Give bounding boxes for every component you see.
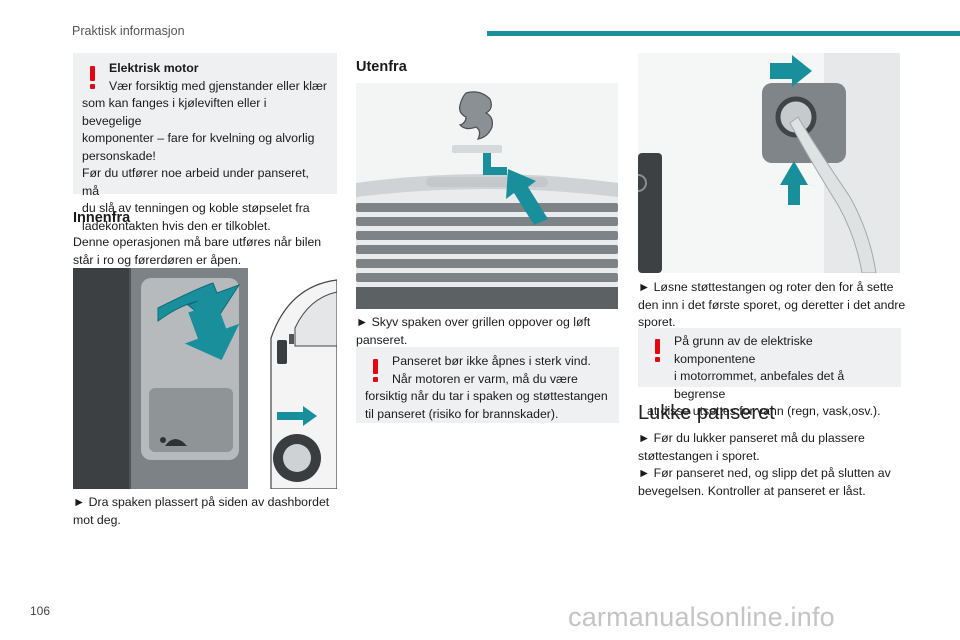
text-line: står i ro og førerdøren er åpen. xyxy=(73,252,242,267)
running-header: Praktisk informasjon xyxy=(72,24,185,38)
text-line: sporet. xyxy=(638,315,676,329)
warning-line: i motorrommet, anbefales det å begrense xyxy=(674,369,845,401)
text-line: panseret. xyxy=(356,332,408,347)
text-line: bevegelsen. Kontroller at panseret er lå… xyxy=(638,483,866,498)
text-line: ► Dra spaken plassert på siden av dashbo… xyxy=(73,495,330,509)
warning-line: Før du utfører noe arbeid under panseret… xyxy=(82,166,309,198)
electric-motor-warning: Elektrisk motor Vær forsiktig med gjenst… xyxy=(73,53,337,233)
text-line: Denne operasjonen må bare utføres når bi… xyxy=(73,235,322,249)
hood-wind-warning: Panseret bør ikke åpnes i sterk vind. Nå… xyxy=(356,347,619,423)
support-rod-illustration xyxy=(638,53,900,273)
watermark: carmanualsonline.info xyxy=(568,602,835,632)
warning-line: ladekontakten hvis den er tilkoblet. xyxy=(82,218,271,233)
warning-line: at disse utsettes for vann (regn, vask,o… xyxy=(647,404,881,418)
brand-logo xyxy=(458,91,493,140)
text-line: ► Før du lukker panseret må du plassere xyxy=(638,431,865,445)
section-title-lukke-panseret: Lukke panseret xyxy=(638,402,775,424)
section-title-utenfra: Utenfra xyxy=(356,59,407,75)
text-line: den inn i det første sporet, og deretter… xyxy=(638,297,906,312)
warning-line: til panseret (risiko for brannskader). xyxy=(365,406,559,421)
closing-steps: ► Før du lukker panseret må du plassere … xyxy=(638,430,908,500)
innenfra-intro: Denne operasjonen må bare utføres når bi… xyxy=(73,234,337,269)
text-line: ► Skyv spaken over grillen oppover og lø… xyxy=(356,315,591,329)
warning-line: Når motoren er varm, må du være xyxy=(392,371,578,386)
innenfra-step: ► Dra spaken plassert på siden av dashbo… xyxy=(73,494,337,529)
grille-lever-illustration xyxy=(356,83,618,309)
support-rod-step: ► Løsne støttestangen og roter den for å… xyxy=(638,279,908,332)
warning-line: personskade! xyxy=(82,148,156,163)
warning-line: På grunn av de elektriske komponentene xyxy=(674,334,813,366)
utenfra-step: ► Skyv spaken over grillen oppover og lø… xyxy=(356,314,618,349)
warning-title: Elektrisk motor xyxy=(109,61,199,75)
warning-line: forsiktig når du tar i spaken og støttes… xyxy=(365,389,608,403)
warning-line: Panseret bør ikke åpnes i sterk vind. xyxy=(392,354,591,368)
page-number: 106 xyxy=(30,604,51,618)
warning-line: komponenter – fare for kvelning og alvor… xyxy=(82,131,315,145)
warning-line: som kan fanges i kjøleviften eller i bev… xyxy=(82,96,267,128)
section-title-innenfra: Innenfra xyxy=(73,210,131,226)
text-line: støttestangen i sporet. xyxy=(638,448,760,463)
electrical-water-warning: På grunn av de elektriske komponentene i… xyxy=(638,328,901,418)
warning-line: du slå av tenningen og koble støpselet f… xyxy=(82,201,310,215)
header-accent-bar xyxy=(487,31,960,36)
dashboard-lever-illustration xyxy=(73,268,337,489)
text-line: mot deg. xyxy=(73,512,121,527)
warning-line: Vær forsiktig med gjenstander eller klær xyxy=(109,78,328,93)
text-line: ► Før panseret ned, og slipp det på slut… xyxy=(638,466,891,480)
text-line: ► Løsne støttestangen og roter den for å… xyxy=(638,280,894,294)
